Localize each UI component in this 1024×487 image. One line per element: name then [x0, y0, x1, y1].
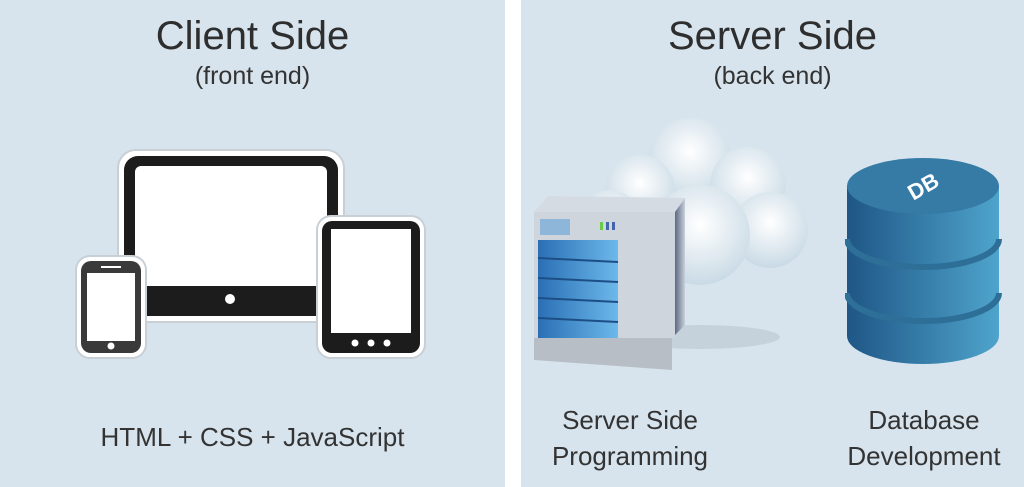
server-side-panel: Server Side (back end) DB Server Side Pr… [521, 0, 1024, 487]
client-side-panel: Client Side (front end) HTML + CSS + Jav… [0, 0, 505, 487]
server-programming-line1: Server Side [562, 405, 698, 435]
client-technologies-label: HTML + CSS + JavaScript [100, 422, 405, 452]
database-line2: Development [847, 441, 1001, 471]
database-icon: DB [845, 158, 1002, 364]
database-line1: Database [868, 405, 980, 435]
client-subtitle: (front end) [194, 62, 311, 90]
cloud-server-icon [534, 118, 808, 370]
server-programming-line2: Programming [551, 441, 709, 471]
server-subtitle: (back end) [713, 62, 832, 90]
devices-icon [75, 149, 426, 359]
server-programming-label: Server Side Programming [521, 402, 739, 474]
server-title: Server Side [668, 14, 877, 58]
database-development-label: Database Development [824, 402, 1024, 474]
client-title: Client Side [155, 14, 350, 58]
